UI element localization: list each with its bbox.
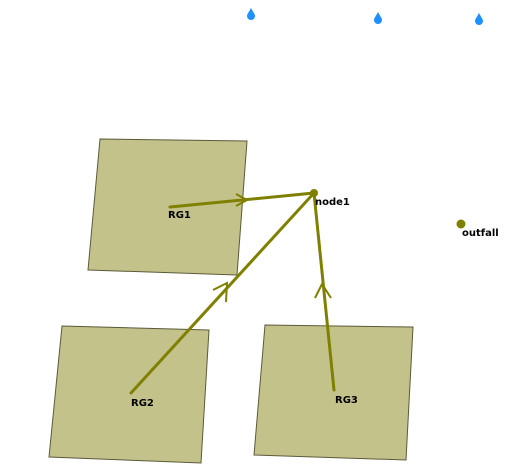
raindrop-icon[interactable] (247, 8, 255, 20)
subcatchment-label-rg2: RG2 (131, 398, 154, 409)
subcatchment-label-rg1: RG1 (168, 210, 191, 221)
node-label-node1: node1 (315, 197, 350, 208)
junction-node-icon[interactable] (310, 189, 318, 197)
outfall-node-icon[interactable] (456, 219, 466, 229)
subcatchment-rg1[interactable] (87, 138, 248, 276)
node-label-outfall: outfall (462, 228, 499, 239)
subcatchment-rg3[interactable] (253, 324, 414, 461)
raindrop-icon[interactable] (475, 13, 483, 25)
flow-link-rg3-to-node1[interactable] (312, 191, 336, 392)
subcatchment-rg2[interactable] (48, 325, 210, 464)
raindrop-icon[interactable] (374, 12, 382, 24)
flow-link-rg2-to-node1[interactable] (129, 191, 316, 395)
flow-link-rg1-to-node1[interactable] (168, 191, 316, 209)
subcatchment-label-rg3: RG3 (335, 395, 358, 406)
